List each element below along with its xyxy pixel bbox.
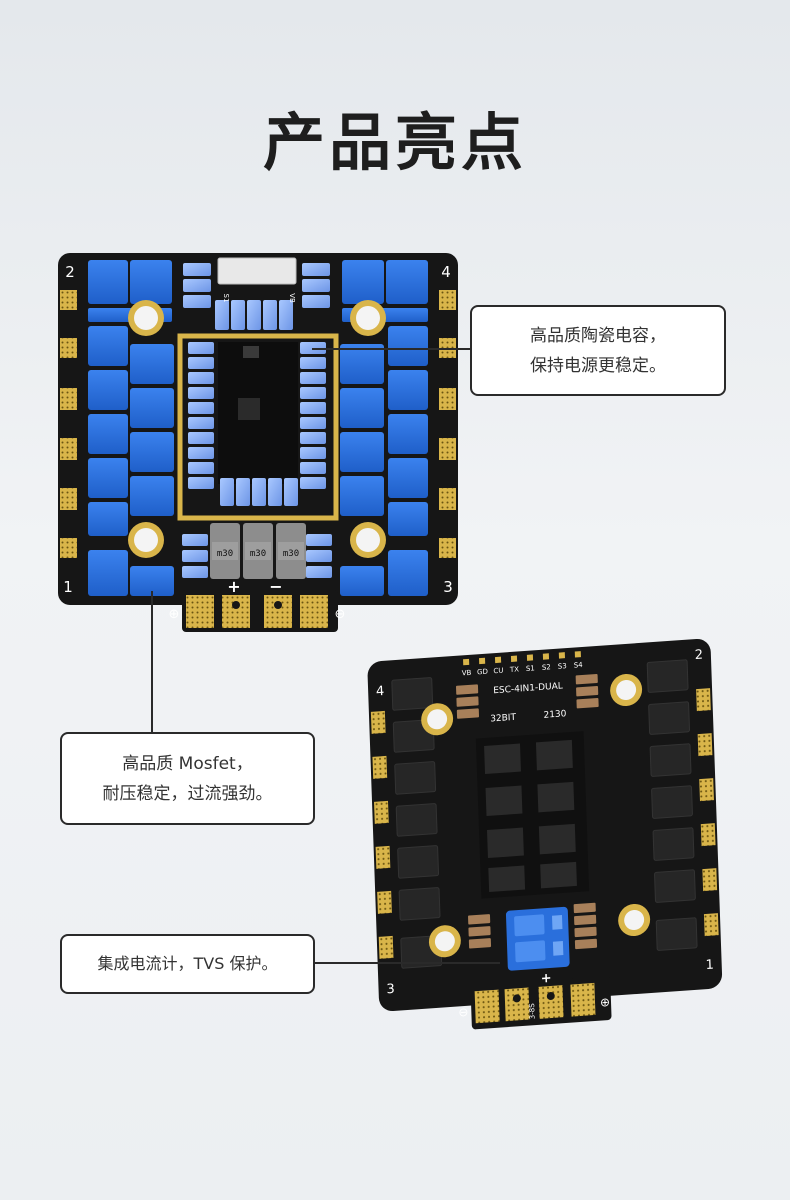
bb-pin-pads xyxy=(463,651,581,666)
bb-pin-cu: CU xyxy=(493,667,503,676)
callout-ceramic-line-1: 高品质陶瓷电容， xyxy=(530,325,666,346)
bb-corner-1: 1 xyxy=(705,958,714,974)
bb-spec-left: 32BIT xyxy=(490,713,517,725)
ceramic-caps-left xyxy=(188,342,214,489)
bb-spec-right: 2130 xyxy=(543,709,566,721)
bb-pin-tx: TX xyxy=(509,665,520,674)
bb-pin-s3: S3 xyxy=(558,662,567,671)
pos-symbol: ⊕ xyxy=(169,607,180,622)
corner-label-3: 3 xyxy=(443,578,453,596)
pin-label-vb: VB xyxy=(288,293,296,303)
inductors xyxy=(210,523,306,579)
plus-label: + xyxy=(227,577,240,596)
top-capacitors xyxy=(183,263,330,330)
inductor-label-1: m30 xyxy=(217,549,233,559)
bb-mount-holes xyxy=(421,673,651,958)
callout-current-meter: 集成电流计，TVS 保护。 xyxy=(60,934,315,994)
bb-corner-3: 3 xyxy=(386,982,395,998)
bb-side-pads-right xyxy=(696,688,719,937)
bb-pin-s1: S1 xyxy=(526,664,535,673)
bb-pin-s2: S2 xyxy=(542,663,551,672)
callout-mosfet-line-2: 耐压稳定，过流强劲。 xyxy=(102,783,273,804)
bb-pin-vb: VB xyxy=(462,669,472,678)
bottom-board: VB GD CU TX S1 S2 S3 S4 ESC-4IN1-DUAL 32… xyxy=(367,638,723,1030)
mosfets-right xyxy=(340,260,428,596)
bb-neg-symbol: ⊖ xyxy=(458,1005,469,1020)
bb-pin-s4: S4 xyxy=(574,661,584,670)
bb-caps xyxy=(456,674,599,950)
callout-ceramic-capacitor: 高品质陶瓷电容， 保持电源更稳定。 xyxy=(470,305,726,396)
current-sensor xyxy=(505,906,570,971)
corner-label-4: 4 xyxy=(441,263,451,281)
minus-label: − xyxy=(269,577,282,596)
corner-label-2: 2 xyxy=(65,263,75,281)
bb-power-pads xyxy=(474,982,596,1024)
signal-connector xyxy=(217,257,297,285)
neg-symbol: ⊖ xyxy=(335,607,346,622)
bb-corner-4: 4 xyxy=(376,684,385,700)
pin-label-s1: S1 xyxy=(222,294,230,303)
bb-pin-gd: GD xyxy=(477,668,488,677)
ceramic-caps-right xyxy=(300,342,326,489)
callout-meter-line-1: 集成电流计，TVS 保护。 xyxy=(97,954,278,973)
leader-lines xyxy=(151,348,500,964)
inductor-label-2: m30 xyxy=(250,549,266,559)
bb-corner-2: 2 xyxy=(695,648,704,664)
power-pads xyxy=(186,595,328,628)
callout-mosfet-line-1: 高品质 Mosfet， xyxy=(122,753,253,774)
bb-pos-symbol: ⊕ xyxy=(600,995,611,1010)
bb-plus-label: + xyxy=(540,971,551,987)
top-board: m30 m30 m30 2 4 1 3 + − ⊕ ⊖ S1 VB xyxy=(58,253,458,632)
mount-holes-top xyxy=(128,300,386,558)
center-frame xyxy=(177,333,339,521)
ceramic-caps-bottom xyxy=(182,478,332,578)
page-title: 产品亮点 xyxy=(262,106,527,179)
inductor-label-3: m30 xyxy=(283,549,299,559)
bb-side-pads-left xyxy=(370,710,394,959)
bb-chips xyxy=(484,739,577,893)
corner-label-1: 1 xyxy=(63,578,73,596)
callout-mosfet: 高品质 Mosfet， 耐压稳定，过流强劲。 xyxy=(60,732,315,825)
mcu-chip xyxy=(238,398,260,420)
bb-model: ESC-4IN1-DUAL xyxy=(493,681,563,696)
bb-voltage: 3-8S xyxy=(528,1003,537,1020)
callout-ceramic-line-2: 保持电源更稳定。 xyxy=(530,355,666,376)
side-pads-left xyxy=(60,290,77,558)
